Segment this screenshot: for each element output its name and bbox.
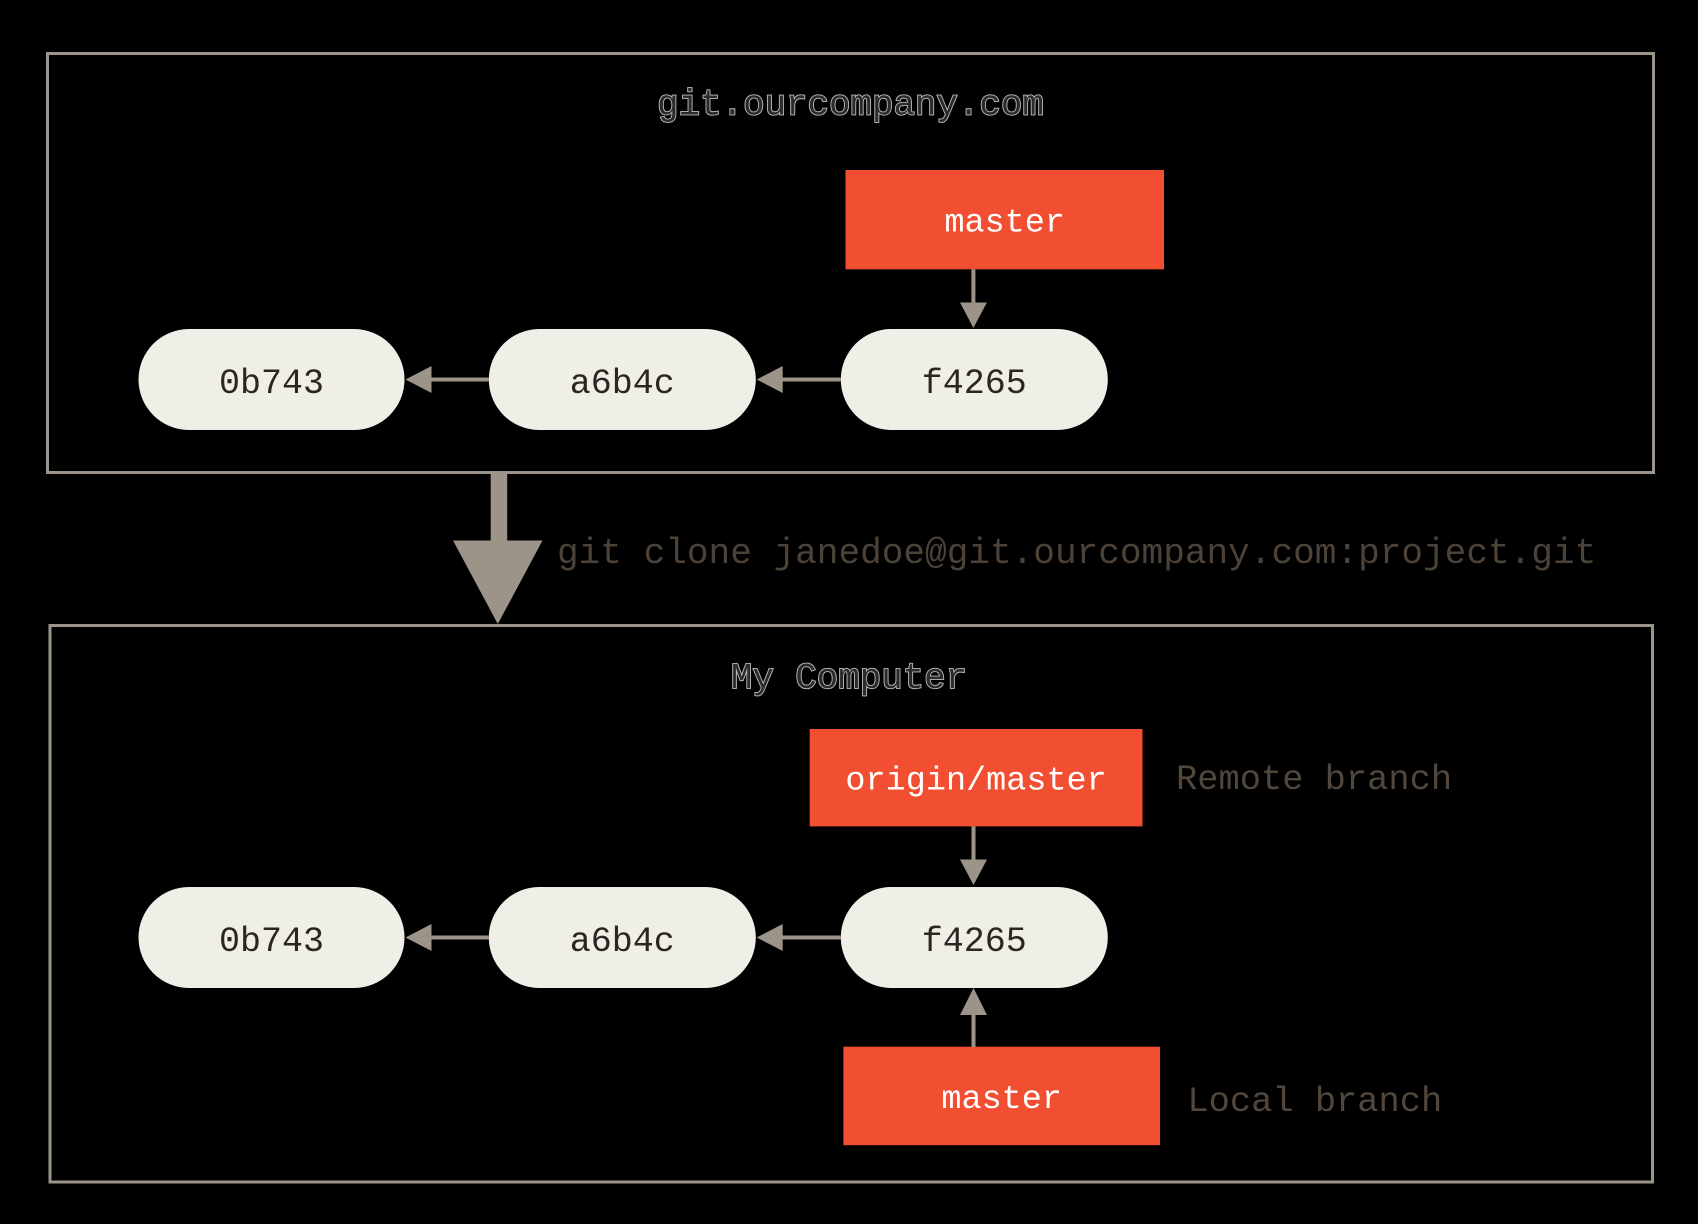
svg-text:a6b4c: a6b4c (570, 364, 675, 404)
svg-text:0b743: 0b743 (219, 364, 324, 404)
svg-text:master: master (944, 205, 1065, 243)
svg-text:master: master (941, 1081, 1062, 1119)
svg-text:My Computer: My Computer (731, 658, 967, 699)
svg-text:0b743: 0b743 (219, 922, 324, 962)
svg-text:f4265: f4265 (922, 922, 1027, 962)
svg-text:git.ourcompany.com: git.ourcompany.com (657, 85, 1044, 126)
svg-text:Remote branch: Remote branch (1176, 760, 1452, 800)
svg-text:origin/master: origin/master (845, 763, 1106, 801)
svg-text:Local branch: Local branch (1187, 1082, 1442, 1122)
svg-text:a6b4c: a6b4c (570, 922, 675, 962)
svg-text:f4265: f4265 (922, 364, 1027, 404)
svg-text:git clone janedoe@git.ourcompa: git clone janedoe@git.ourcompany.com:pro… (557, 533, 1596, 574)
